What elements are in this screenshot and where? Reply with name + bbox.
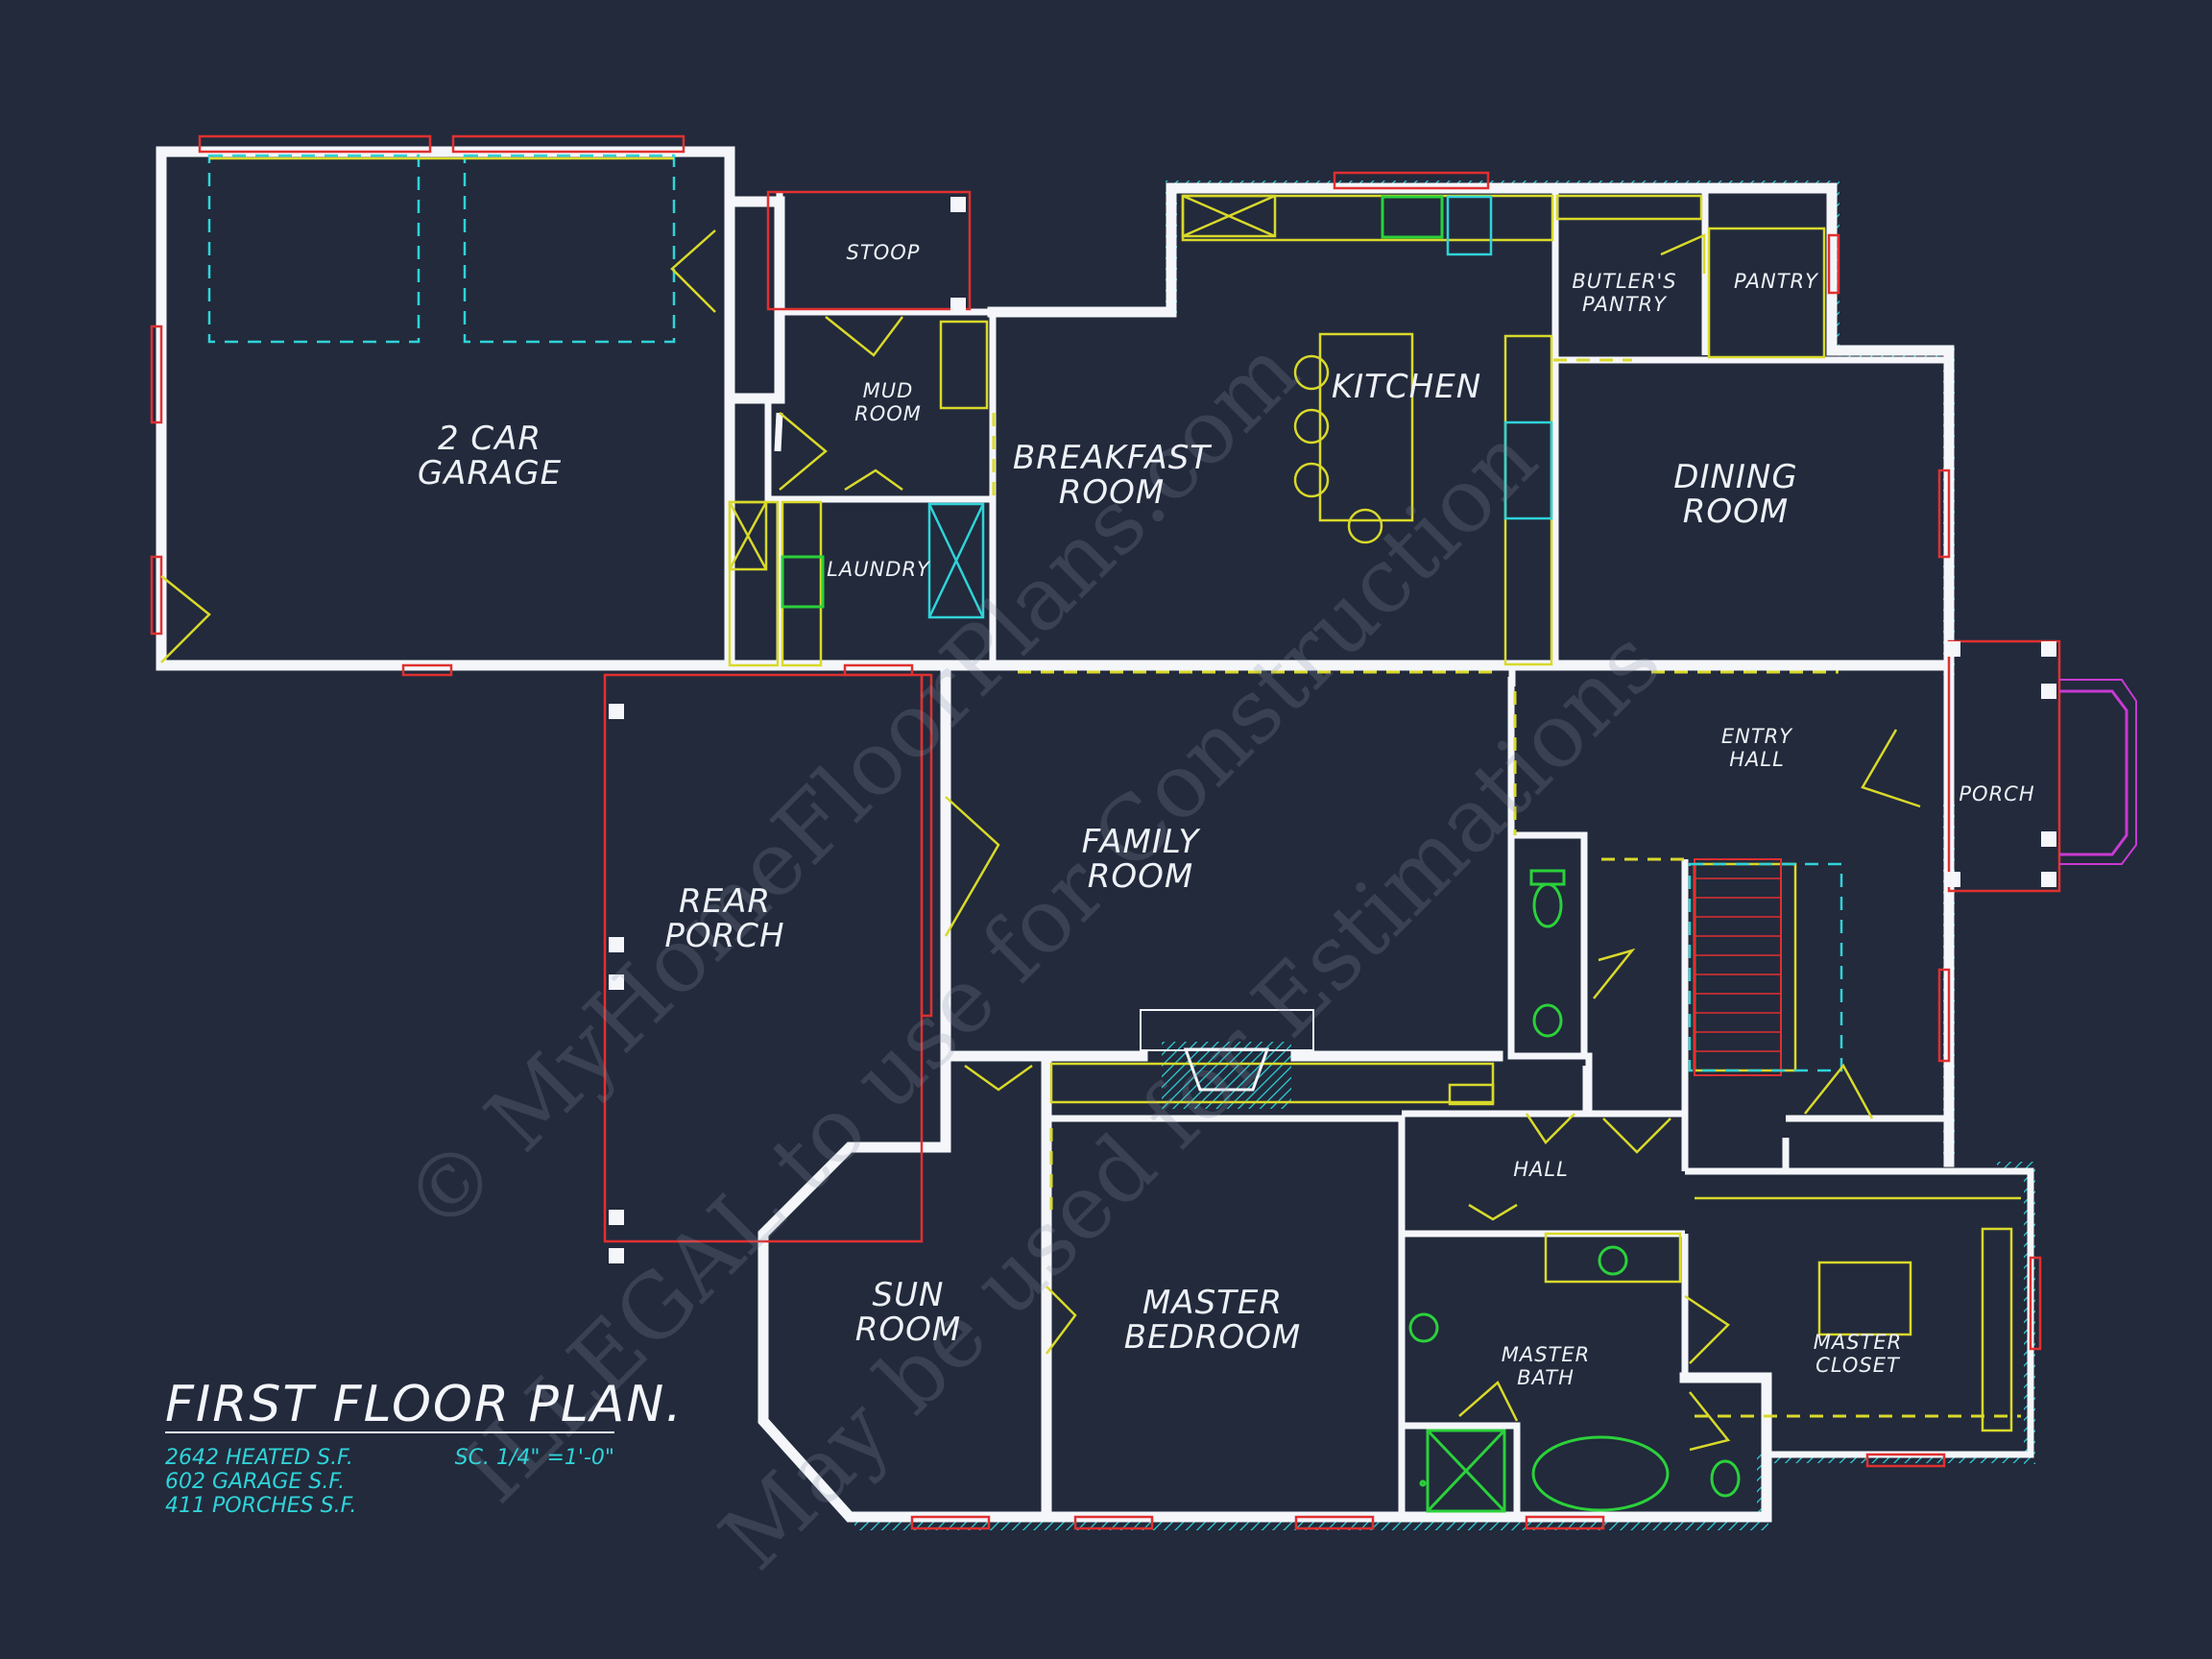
label-family-1: FAMILY (1082, 823, 1201, 861)
label-entry-1: ENTRY (1721, 725, 1793, 748)
fireplace (1140, 1009, 1314, 1092)
plan-scale: SC. 1/4" =1'-0" (455, 1446, 614, 1470)
room-labels: 2 CAR GARAGE STOOP MUD ROOM LAUNDRY BREA… (418, 241, 2034, 1389)
label-breakfast-1: BREAKFAST (1013, 439, 1212, 477)
stat-porches: 411 PORCHES S.F. (165, 1494, 356, 1518)
porch-steps (2059, 679, 2137, 865)
stat-heated: 2642 HEATED S.F. (165, 1446, 353, 1470)
label-family-2: ROOM (1088, 857, 1193, 896)
label-entry-2: HALL (1729, 748, 1785, 771)
label-master-closet-2: CLOSET (1815, 1354, 1901, 1377)
label-butlers-2: PANTRY (1582, 293, 1668, 316)
label-master-bath-1: MASTER (1502, 1343, 1591, 1366)
doors (160, 229, 1921, 1452)
label-dining-1: DINING (1673, 458, 1797, 496)
openings (992, 358, 1839, 1210)
label-stoop: STOOP (847, 241, 921, 264)
label-pantry: PANTRY (1734, 270, 1819, 293)
porch-posts (609, 197, 2056, 1263)
plan-title: FIRST FLOOR PLAN. (165, 1376, 684, 1433)
label-master-closet-1: MASTER (1814, 1331, 1903, 1354)
label-butlers-1: BUTLER'S (1572, 270, 1676, 293)
label-kitchen: KITCHEN (1332, 368, 1481, 406)
label-laundry: LAUNDRY (827, 558, 931, 581)
label-sun-2: ROOM (855, 1310, 961, 1349)
label-mud-room-2: ROOM (854, 402, 922, 425)
label-garage-1: 2 CAR (438, 420, 541, 458)
label-sun-1: SUN (873, 1276, 945, 1314)
label-dining-2: ROOM (1683, 493, 1789, 531)
stat-garage: 602 GARAGE S.F. (165, 1470, 345, 1494)
staircase (1688, 858, 1843, 1076)
windows (150, 134, 2061, 1530)
label-rear-porch-1: REAR (679, 882, 771, 921)
appliances (781, 195, 1741, 1513)
label-breakfast-2: ROOM (1059, 473, 1165, 512)
garage-doors (207, 154, 676, 344)
label-master-bed-2: BEDROOM (1124, 1318, 1301, 1357)
title-block: FIRST FLOOR PLAN. 2642 HEATED S.F. 602 G… (165, 1376, 684, 1518)
label-porch: PORCH (1959, 782, 2034, 805)
label-mud-room-1: MUD (863, 379, 914, 402)
label-rear-porch-2: PORCH (664, 917, 784, 955)
label-hall: HALL (1513, 1158, 1569, 1181)
label-garage-2: GARAGE (418, 454, 562, 493)
label-master-bath-2: BATH (1517, 1366, 1575, 1389)
label-master-bed-1: MASTER (1142, 1284, 1283, 1322)
